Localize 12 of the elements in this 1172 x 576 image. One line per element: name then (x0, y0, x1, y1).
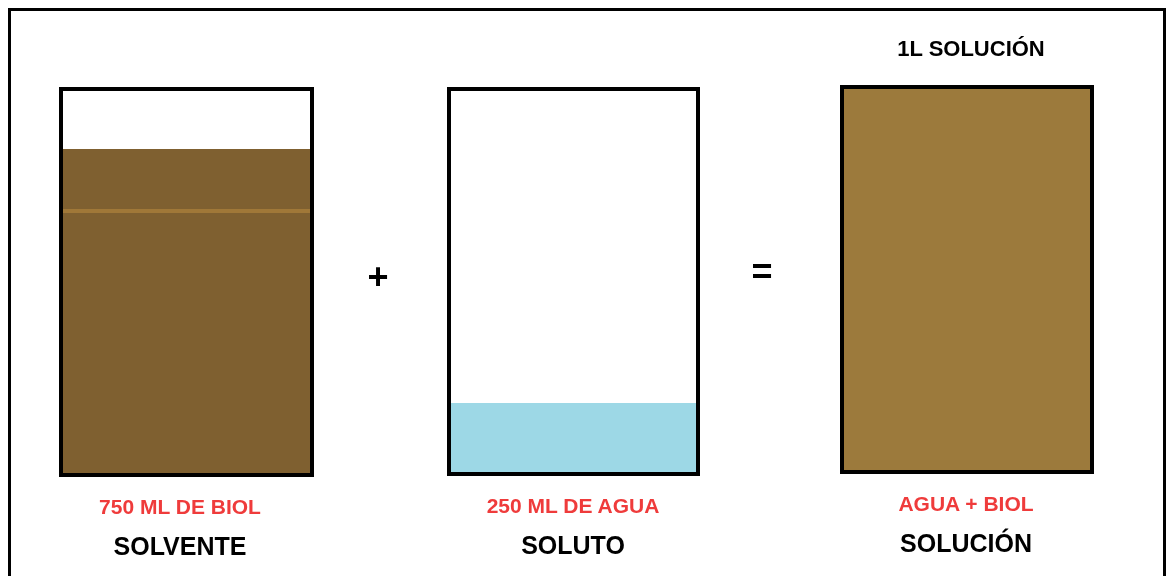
beaker (840, 85, 1094, 474)
role-label: SOLUCIÓN (900, 527, 1032, 560)
content-label: 750 ML DE BIOL (99, 494, 261, 521)
beaker (447, 87, 700, 476)
role-label: SOLVENTE (113, 531, 247, 563)
operator-sign: = (751, 250, 773, 294)
operator-sign: + (367, 255, 389, 299)
role-label: SOLUTO (521, 530, 625, 562)
beaker (59, 87, 314, 477)
content-label: 250 ML DE AGUA (486, 493, 660, 520)
content-label: AGUA + BIOL (898, 491, 1034, 518)
volume-label: 1L SOLUCIÓN (897, 34, 1045, 63)
